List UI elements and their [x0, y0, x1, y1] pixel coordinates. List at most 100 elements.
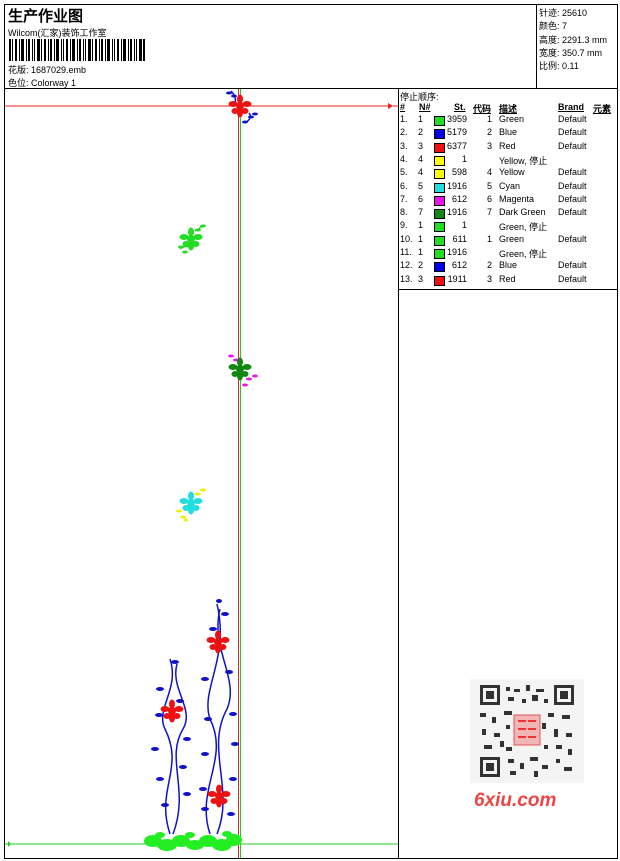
colorway-name: 色位: Colorway 1 — [8, 78, 77, 88]
stop-index: 3. — [400, 140, 408, 151]
stop-description: Green — [499, 114, 525, 124]
stop-needle: 4 — [418, 167, 424, 178]
top-flower-motif — [226, 90, 258, 124]
stop-brand: Default — [558, 180, 587, 191]
stop-brand: Default — [558, 273, 587, 284]
color-swatch — [434, 222, 445, 233]
header-divider — [5, 88, 617, 89]
stop-needle: 1 — [418, 114, 424, 124]
stop-row: 9. 1 1 Green, 停止 — [399, 220, 617, 233]
stop-index: 4. — [400, 153, 408, 164]
stop-stitches: 5179 — [446, 127, 467, 138]
stop-needle: 1 — [418, 247, 424, 257]
stop-description: Magenta — [499, 193, 535, 204]
stop-stitches: 1916 — [446, 207, 467, 218]
page-frame — [4, 4, 618, 859]
stop-index: 5. — [400, 167, 408, 178]
col-header-stitches: St. — [454, 102, 466, 112]
stop-description: Green, 停止 — [499, 222, 548, 233]
stop-index: 10. — [400, 233, 413, 244]
bottom-red-flowers — [160, 630, 231, 808]
bottom-vine-leaves — [151, 599, 239, 816]
color-swatch — [434, 169, 445, 180]
barcode-image — [9, 39, 145, 61]
design-info-box: 针迹: 25610 颜色: 7 高度: 2291.3 mm 宽度: 350.7 … — [536, 5, 619, 88]
green-flower-motif — [178, 224, 206, 254]
stop-stitches: 611 — [452, 233, 467, 244]
stop-description: Red — [499, 140, 516, 151]
col-header-brand: Brand — [558, 102, 585, 112]
stop-description: Red — [499, 273, 516, 284]
stop-needle: 3 — [418, 140, 424, 151]
stop-stitches: 612 — [451, 260, 467, 271]
color-swatch — [434, 182, 445, 193]
col-header-needle: N# — [419, 102, 431, 112]
stop-stitches: 3959 — [446, 114, 467, 124]
color-swatch — [434, 155, 445, 166]
color-swatch — [434, 142, 445, 153]
stop-stitches: 1911 — [447, 273, 467, 284]
stop-needle: 7 — [418, 207, 424, 218]
design-file-name: 花版: 1687029.emb — [8, 65, 87, 75]
stop-sequence-heading: 停止顺序: — [400, 92, 439, 102]
stop-index: 13. — [400, 273, 413, 284]
page-title: 生产作业图 — [8, 8, 84, 25]
site-logo-text: 6xiu.com — [474, 790, 557, 811]
stop-stitches: 1916 — [446, 180, 467, 191]
stop-needle: 3 — [418, 273, 424, 284]
stop-index: 2. — [400, 127, 408, 138]
stop-description: Cyan — [499, 180, 521, 191]
stop-brand: Default — [558, 127, 587, 138]
design-height: 高度: 2291.3 mm — [539, 35, 608, 45]
color-swatch — [434, 209, 445, 220]
color-swatch — [434, 275, 445, 286]
color-swatch — [434, 116, 445, 126]
stop-needle: 2 — [418, 127, 424, 138]
color-swatch — [434, 235, 445, 246]
header: 生产作业图 Wilcom(汇家)装饰工作室 花版: 1687029.emb 色位… — [5, 5, 617, 88]
stop-needle: 5 — [418, 180, 424, 191]
stop-description: Blue — [499, 127, 518, 138]
stop-code: 2 — [487, 260, 493, 271]
stop-index: 7. — [400, 193, 408, 204]
stop-description: Yellow — [499, 167, 525, 178]
stop-stitches: 1 — [461, 153, 467, 164]
stop-code: 6 — [487, 193, 493, 204]
col-header-number: # — [400, 102, 406, 112]
dark-green-flower-motif — [228, 354, 258, 387]
color-swatch — [434, 262, 445, 273]
col-header-description: 描述 — [499, 104, 518, 114]
stop-index: 9. — [400, 220, 408, 231]
stop-stitches: 1 — [461, 220, 467, 231]
stop-index: 12. — [400, 260, 413, 271]
stop-code: 2 — [487, 127, 493, 138]
stop-needle: 6 — [418, 193, 424, 204]
bottom-grass — [144, 831, 242, 851]
stop-index: 8. — [400, 207, 408, 218]
stop-needle: 4 — [418, 153, 424, 164]
top-guide-arrow — [388, 103, 393, 109]
stop-stitches: 598 — [451, 167, 467, 178]
color-swatch — [434, 129, 445, 140]
stop-needle: 1 — [418, 220, 424, 231]
col-header-code: 代码 — [473, 104, 492, 114]
stop-code: 5 — [487, 180, 493, 191]
stop-code: 4 — [487, 167, 493, 178]
design-width: 宽度: 350.7 mm — [539, 48, 603, 58]
color-swatch — [434, 249, 445, 259]
stop-needle: 1 — [418, 233, 424, 244]
stop-stitches: 612 — [451, 193, 467, 204]
stop-brand: Default — [558, 260, 587, 271]
stop-code: 1 — [487, 114, 493, 124]
stop-stitches: 1916 — [446, 247, 467, 257]
embroidery-design — [5, 89, 398, 858]
stop-description: Green, 停止 — [499, 249, 548, 259]
